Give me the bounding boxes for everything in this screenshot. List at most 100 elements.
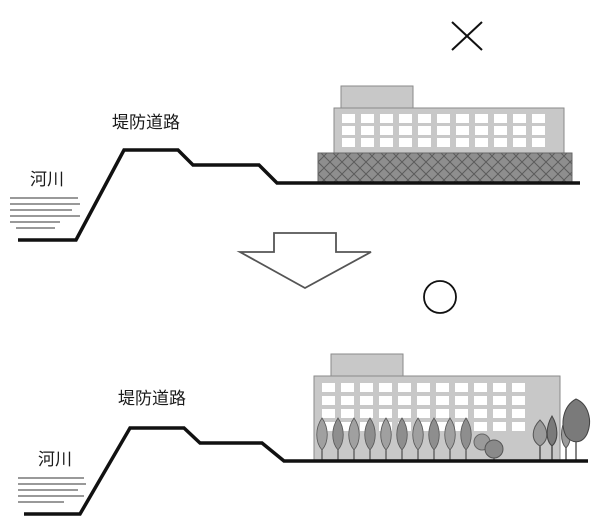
window (398, 396, 411, 405)
window (436, 422, 449, 431)
window (341, 383, 354, 392)
window (475, 114, 488, 123)
window (474, 409, 487, 418)
window (455, 383, 468, 392)
window (341, 396, 354, 405)
window (361, 126, 374, 135)
tree-crown (316, 417, 328, 451)
window (512, 422, 525, 431)
window (513, 138, 526, 147)
window (532, 126, 545, 135)
window (360, 383, 373, 392)
window (360, 409, 373, 418)
window (361, 138, 374, 147)
window (380, 138, 393, 147)
window (513, 126, 526, 135)
window (437, 138, 450, 147)
top-road-label: 堤防道路 (112, 113, 180, 133)
window (322, 396, 335, 405)
tree-crown (460, 417, 472, 451)
window (455, 409, 468, 418)
window (456, 126, 469, 135)
window (493, 422, 506, 431)
top-levee-profile (18, 148, 580, 242)
tree-row (316, 417, 472, 460)
window (475, 138, 488, 147)
cross-mark-icon (451, 21, 483, 51)
window (322, 422, 335, 431)
window (379, 383, 392, 392)
window (437, 114, 450, 123)
bottom-river-water (18, 477, 86, 503)
window (513, 114, 526, 123)
window (494, 114, 507, 123)
tree-crown (332, 417, 344, 451)
window (512, 409, 525, 418)
top-building-windows (342, 114, 545, 147)
window (342, 138, 355, 147)
tree-crown (348, 417, 360, 451)
window (494, 138, 507, 147)
window (322, 383, 335, 392)
window (398, 409, 411, 418)
window (417, 383, 430, 392)
top-river-water (10, 197, 80, 229)
window (417, 422, 430, 431)
window (493, 409, 506, 418)
window (437, 126, 450, 135)
bottom-levee-profile (24, 426, 588, 516)
window (475, 126, 488, 135)
window (399, 138, 412, 147)
window (398, 383, 411, 392)
window (512, 383, 525, 392)
window (342, 114, 355, 123)
window (436, 409, 449, 418)
window (436, 383, 449, 392)
window (341, 409, 354, 418)
bottom-river-label: 河川 (38, 450, 72, 470)
window (418, 138, 431, 147)
window (455, 396, 468, 405)
bottom-building-windows (322, 383, 525, 431)
window (493, 396, 506, 405)
window (417, 409, 430, 418)
window (342, 126, 355, 135)
top-building (317, 85, 573, 184)
window (379, 396, 392, 405)
tree-crown (380, 417, 392, 451)
window (474, 383, 487, 392)
window (436, 396, 449, 405)
window (456, 114, 469, 123)
window (322, 409, 335, 418)
window (417, 396, 430, 405)
window (494, 126, 507, 135)
window (418, 114, 431, 123)
window (361, 114, 374, 123)
window (418, 126, 431, 135)
window (512, 396, 525, 405)
bottom-building (313, 353, 561, 461)
window (399, 126, 412, 135)
window (532, 114, 545, 123)
window (474, 422, 487, 431)
circle-mark-icon (423, 280, 457, 314)
window (380, 114, 393, 123)
right-trees (532, 398, 590, 460)
tree-crown (412, 417, 424, 451)
down-arrow-icon (236, 232, 372, 290)
window (474, 396, 487, 405)
window (380, 126, 393, 135)
tree-crown (444, 417, 456, 451)
top-hatched-base (317, 152, 573, 184)
top-panel: × 河川 堤防道路 (10, 21, 580, 242)
window (341, 422, 354, 431)
window (456, 138, 469, 147)
window (379, 409, 392, 418)
bottom-road-label: 堤防道路 (118, 389, 186, 409)
tree-crown (396, 417, 408, 451)
window (399, 114, 412, 123)
top-river-label: 河川 (30, 170, 64, 190)
